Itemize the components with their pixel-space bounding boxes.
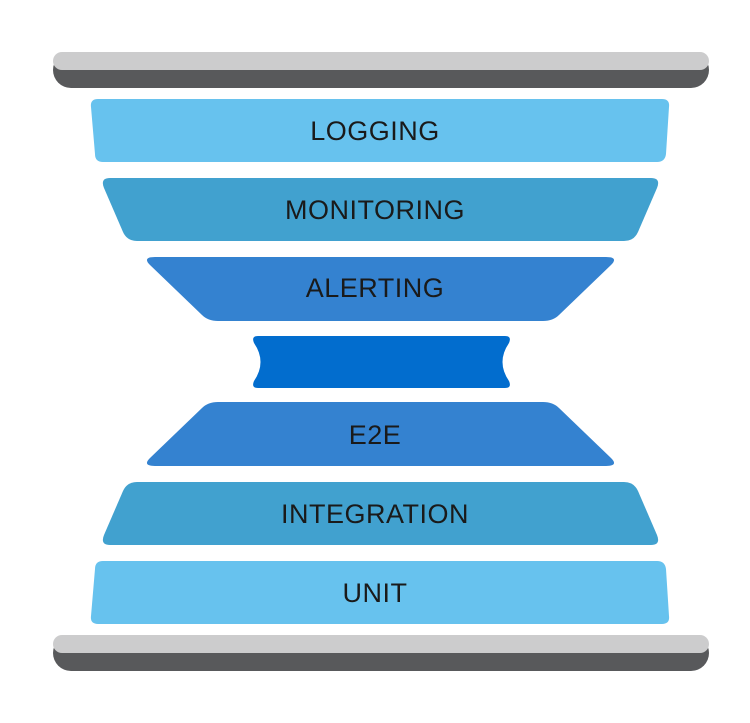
layer-alerting: ALERTING <box>146 257 615 321</box>
layer-logging: LOGGING <box>90 99 670 162</box>
bottom-cap-bar <box>53 635 709 671</box>
center-neck <box>253 336 510 388</box>
layer-logging-label: LOGGING <box>310 116 440 146</box>
layer-integration-label: INTEGRATION <box>281 499 469 529</box>
layer-monitoring-shape <box>102 178 659 241</box>
layer-unit-label: UNIT <box>343 578 408 608</box>
top-cap-bar <box>53 52 709 88</box>
center-neck-shape <box>253 336 510 388</box>
layer-alerting-label: ALERTING <box>306 273 445 303</box>
layer-unit: UNIT <box>90 561 670 624</box>
layer-monitoring: MONITORING <box>102 178 659 241</box>
layer-integration: INTEGRATION <box>102 482 659 545</box>
layer-monitoring-label: MONITORING <box>285 195 465 225</box>
layer-integration-shape <box>102 482 659 545</box>
layer-e2e-label: E2E <box>349 420 402 450</box>
layer-e2e-shape <box>146 402 615 466</box>
layer-e2e: E2E <box>146 402 615 466</box>
layer-unit-shape <box>90 561 670 624</box>
layer-alerting-shape <box>146 257 615 321</box>
layer-logging-shape <box>90 99 670 162</box>
